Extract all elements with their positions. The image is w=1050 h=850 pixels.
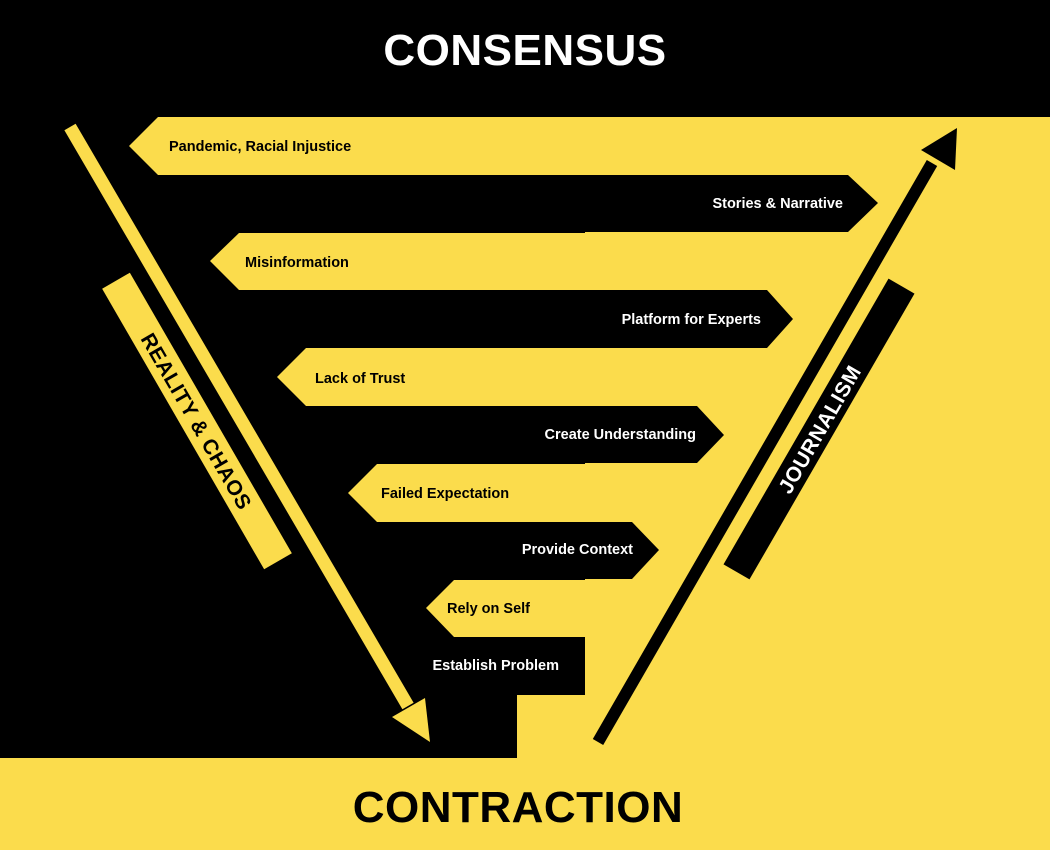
left-pennant (426, 580, 1050, 637)
contraction-title: CONTRACTION (353, 783, 684, 832)
right-item-label: Platform for Experts (622, 312, 761, 328)
left-item-label: Misinformation (245, 255, 349, 271)
left-arrowhead (392, 698, 430, 742)
reality-chaos-band-fill (102, 272, 292, 570)
left-item-label: Lack of Trust (315, 371, 405, 387)
right-arrowhead (921, 128, 957, 170)
left-arrow-shaft (64, 123, 414, 710)
right-pennant (0, 175, 878, 232)
right-arrow-shaft (592, 160, 938, 745)
right-pennant (0, 522, 659, 579)
right-item-label: Stories & Narrative (712, 196, 843, 212)
right-pennant (0, 290, 793, 348)
consensus-title: CONSENSUS (383, 26, 666, 75)
right-item-label: Create Understanding (545, 427, 696, 443)
right-pennant (0, 637, 585, 694)
right-item-label: Provide Context (522, 542, 633, 558)
bottom-yellow-strip (0, 758, 1050, 850)
journalism-band-fill (723, 278, 915, 580)
left-pennant (348, 464, 1050, 522)
right-pennant-group (0, 175, 878, 694)
right-item-label: Establish Problem (432, 658, 559, 674)
left-item-label: Rely on Self (447, 601, 530, 617)
left-pennant (129, 117, 1050, 175)
right-up-arrow (592, 128, 957, 745)
left-item-label: Pandemic, Racial Injustice (169, 139, 351, 155)
left-down-arrow (64, 123, 430, 742)
left-item-label: Failed Expectation (381, 486, 509, 502)
left-pennant (210, 233, 1050, 290)
